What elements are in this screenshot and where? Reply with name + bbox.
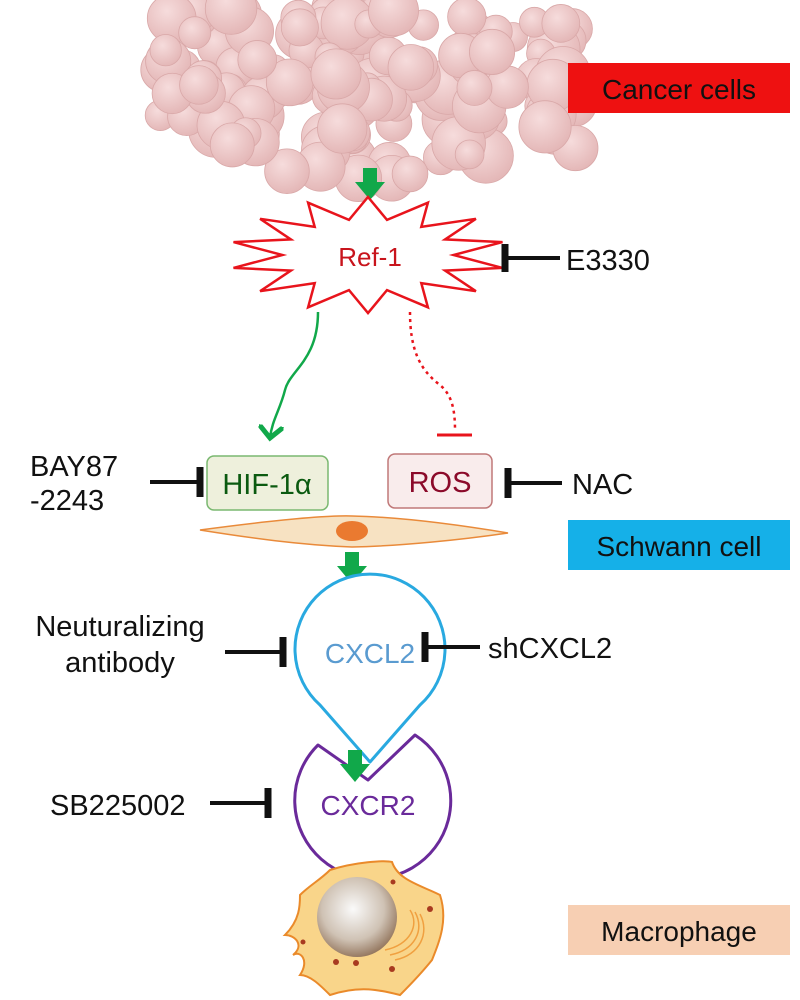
cancer-cell-bubble	[179, 65, 219, 105]
inhibition-bar	[225, 637, 287, 667]
cancer-cell-bubble	[264, 148, 310, 194]
cancer-cell-bubble	[280, 8, 319, 47]
cancer-cell-bubble	[454, 139, 485, 170]
cancer-cell-bubble	[469, 28, 516, 75]
inhibition-bar	[150, 467, 204, 497]
cancer-cell-bubble	[178, 16, 212, 50]
shcxcl2-label: shCXCL2	[488, 633, 612, 665]
cancer-cells-label: Cancer cells	[602, 74, 756, 105]
cancer-cells-cluster	[140, 0, 599, 202]
ros-label: ROS	[409, 467, 472, 499]
arrow-icon	[340, 750, 370, 782]
cxcl2-label: CXCL2	[325, 638, 415, 669]
cancer-cell-bubble	[541, 4, 581, 43]
cancer-cell-bubble	[317, 103, 368, 154]
schwann-cell-label-box	[568, 520, 790, 570]
inhibition-bar	[421, 632, 480, 662]
cancer-cell-bubble	[447, 0, 487, 37]
macrophage-label: Macrophage	[601, 916, 757, 947]
cancer-cell-bubble	[310, 48, 362, 100]
ref1-label: Ref-1	[338, 242, 402, 272]
e3330-label: E3330	[566, 245, 650, 277]
neutralizing-label-line2: antibody	[65, 647, 175, 679]
macrophage-cell	[282, 860, 445, 997]
schwann-nucleus	[336, 521, 368, 541]
cxcr2-label: CXCR2	[321, 790, 416, 821]
cancer-cell-bubble	[204, 0, 258, 35]
inhibition-bar	[501, 244, 560, 272]
cancer-cell-bubble	[237, 40, 278, 80]
cancer-cell-bubble	[387, 44, 435, 91]
activation-arrow	[270, 311, 320, 438]
nac-label: NAC	[572, 469, 633, 501]
cancer-cell-bubble	[391, 155, 429, 193]
cancer-cells-label-box	[568, 63, 790, 113]
macrophage-label-box	[568, 905, 790, 955]
ros-box	[387, 453, 493, 509]
hif1a-label: HIF-1α	[222, 469, 311, 501]
cancer-cell-bubble	[518, 100, 572, 154]
cancer-cell-bubble	[149, 34, 182, 67]
arrow-icon	[355, 168, 385, 200]
bay87-label-line1: BAY87	[30, 451, 118, 483]
cancer-cell-bubble	[368, 0, 419, 37]
sb225002-label: SB225002	[50, 790, 185, 822]
bay87-label-line2: -2243	[30, 485, 104, 517]
hif1a-box	[206, 455, 329, 511]
schwann-cell-label: Schwann cell	[597, 531, 762, 562]
cancer-cell-bubble	[456, 70, 493, 106]
cxcl2-shape	[293, 572, 447, 764]
cancer-cell-bubble	[209, 122, 255, 168]
inhibition-bar	[504, 468, 562, 498]
neutralizing-label-line1: Neuturalizing	[35, 611, 204, 643]
dotted-inhibition-line	[408, 311, 457, 431]
inhibition-bar	[210, 788, 272, 818]
ref1-starburst	[233, 195, 503, 315]
